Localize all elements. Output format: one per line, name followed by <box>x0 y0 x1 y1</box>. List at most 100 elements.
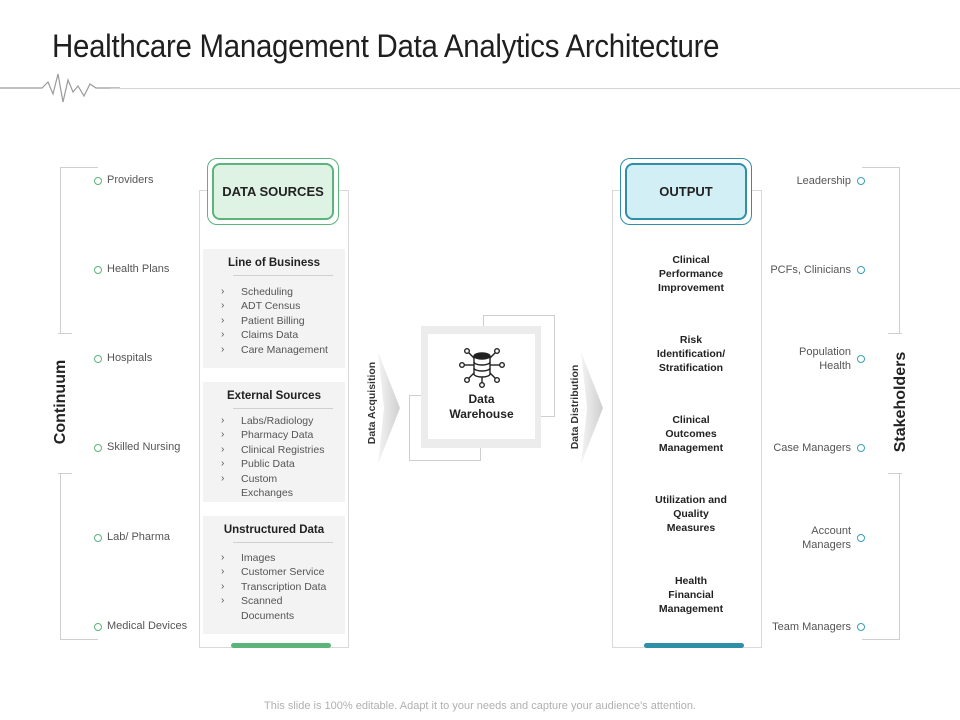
output-bar <box>644 643 744 648</box>
source-item: › Scanned Documents <box>221 594 326 623</box>
source-item: › Pharmacy Data <box>221 428 324 442</box>
data-acquisition-label: Data Acquisition <box>366 361 378 445</box>
source-item-label: Images <box>241 552 276 564</box>
continuum-item: Hospitals <box>107 352 153 364</box>
warehouse-card: Data Warehouse <box>428 334 535 439</box>
continuum-dot <box>94 534 102 542</box>
output-item: Clinical Performance Improvement <box>658 254 724 294</box>
data-sources-bar <box>231 643 331 648</box>
continuum-dot <box>94 266 102 274</box>
source-item-label: Labs/Radiology <box>241 415 314 427</box>
source-item-label: Scanned Documents <box>241 595 295 622</box>
stakeholder-item: Account Managers <box>802 525 851 551</box>
warehouse-label: Data Warehouse <box>449 392 514 421</box>
footer-note: This slide is 100% editable. Adapt it to… <box>264 700 696 712</box>
title-rule <box>110 88 960 89</box>
acquisition-arrow-icon <box>378 352 400 464</box>
source-item: › Transcription Data <box>221 580 326 594</box>
chevron-right-icon: › <box>221 443 225 455</box>
source-item-list: › Labs/Radiology › Pharmacy Data › Clinical R… <box>221 414 324 500</box>
continuum-item: Medical Devices <box>107 620 188 632</box>
database-network-icon <box>458 348 505 388</box>
chevron-right-icon: › <box>221 300 225 312</box>
source-item: › Clinical Registries <box>221 443 324 457</box>
stakeholder-dot <box>857 623 865 631</box>
source-item: › Customer Service <box>221 565 326 579</box>
source-group-title: External Sources <box>227 390 321 402</box>
source-item-label: Pharmacy Data <box>241 429 314 442</box>
source-group-divider <box>233 408 333 409</box>
source-item-label: Care Management <box>241 343 328 356</box>
distribution-arrow-icon <box>581 352 603 464</box>
output-column <box>612 190 762 648</box>
stakeholder-item: PCFs, Clinicians <box>770 264 851 276</box>
stakeholder-dot <box>857 534 865 542</box>
chevron-right-icon: › <box>221 314 225 326</box>
chevron-right-icon: › <box>221 595 225 607</box>
chevron-right-icon: › <box>221 329 225 341</box>
source-group-title: Unstructured Data <box>223 524 325 536</box>
source-item: › Patient Billing <box>221 314 328 328</box>
chevron-right-icon: › <box>221 472 225 484</box>
source-item-label: Scheduling <box>241 286 293 298</box>
source-item-label: Patient Billing <box>241 314 305 327</box>
source-item-label: ADT Census <box>241 300 301 313</box>
data-sources-header: DATA SOURCES <box>212 163 334 220</box>
chevron-right-icon: › <box>221 566 225 578</box>
source-group-card: Unstructured Data › Images › Customer Servic… <box>203 516 345 634</box>
chevron-right-icon: › <box>221 552 225 563</box>
stakeholder-dot <box>857 355 865 363</box>
stakeholder-dot <box>857 444 865 452</box>
source-item: › Images <box>221 551 326 565</box>
output-item: Health Financial Management <box>658 575 724 615</box>
source-item-label: Clinical Registries <box>241 443 325 456</box>
source-item: › Labs/Radiology <box>221 414 324 428</box>
source-item-list: › Images › Customer Service › Transcription D… <box>221 551 326 623</box>
source-group-card: Line of Business › Scheduling › ADT Census › P… <box>203 249 345 368</box>
source-item: › Public Data <box>221 457 324 471</box>
source-item: › Scheduling <box>221 285 328 299</box>
continuum-item: Providers <box>107 174 154 186</box>
source-item: › ADT Census <box>221 299 328 313</box>
heartbeat-icon <box>0 73 120 103</box>
continuum-item: Lab/ Pharma <box>107 531 170 543</box>
output-header: OUTPUT <box>625 163 747 220</box>
source-item-label: Custom Exchanges <box>241 472 293 500</box>
continuum-item: Health Plans <box>107 263 170 275</box>
stakeholder-item: Leadership <box>796 175 851 187</box>
source-item-label: Transcription Data <box>241 580 327 593</box>
page-title: Healthcare Management Data Analytics Arc… <box>52 28 720 64</box>
stakeholder-item: Case Managers <box>773 442 851 454</box>
source-item-label: Customer Service <box>241 566 325 579</box>
continuum-dot <box>94 177 102 185</box>
continuum-dot <box>94 444 102 452</box>
stakeholder-dot <box>857 266 865 274</box>
stakeholders-label: Stakeholders <box>892 351 909 453</box>
source-item: › Care Management <box>221 343 328 357</box>
continuum-dot <box>94 355 102 363</box>
source-item-label: Public Data <box>241 458 295 471</box>
stakeholder-item: Population Health <box>799 346 851 372</box>
chevron-right-icon: › <box>221 415 225 426</box>
continuum-item: Skilled Nursing <box>107 441 181 453</box>
chevron-right-icon: › <box>221 343 225 355</box>
source-item-label: Claims Data <box>241 329 299 342</box>
source-item: › Claims Data <box>221 328 328 342</box>
stakeholder-dot <box>857 177 865 185</box>
chevron-right-icon: › <box>221 458 225 470</box>
source-group-title: Line of Business <box>227 257 321 269</box>
continuum-dot <box>94 623 102 631</box>
source-group-divider <box>233 275 333 276</box>
chevron-right-icon: › <box>221 286 225 297</box>
chevron-right-icon: › <box>221 580 225 592</box>
source-group-divider <box>233 542 333 543</box>
source-group-card: External Sources › Labs/Radiology › Pharmacy… <box>203 382 345 502</box>
output-item: Risk Identification/ Stratification <box>656 334 726 374</box>
output-item: Utilization and Quality Measures <box>655 494 727 534</box>
source-item: › Custom Exchanges <box>221 472 324 501</box>
output-item: Clinical Outcomes Management <box>658 414 724 454</box>
source-item-list: › Scheduling › ADT Census › Patient Billing › C… <box>221 285 328 357</box>
continuum-label: Continuum <box>52 359 69 445</box>
chevron-right-icon: › <box>221 429 225 441</box>
stakeholder-item: Team Managers <box>772 621 851 633</box>
